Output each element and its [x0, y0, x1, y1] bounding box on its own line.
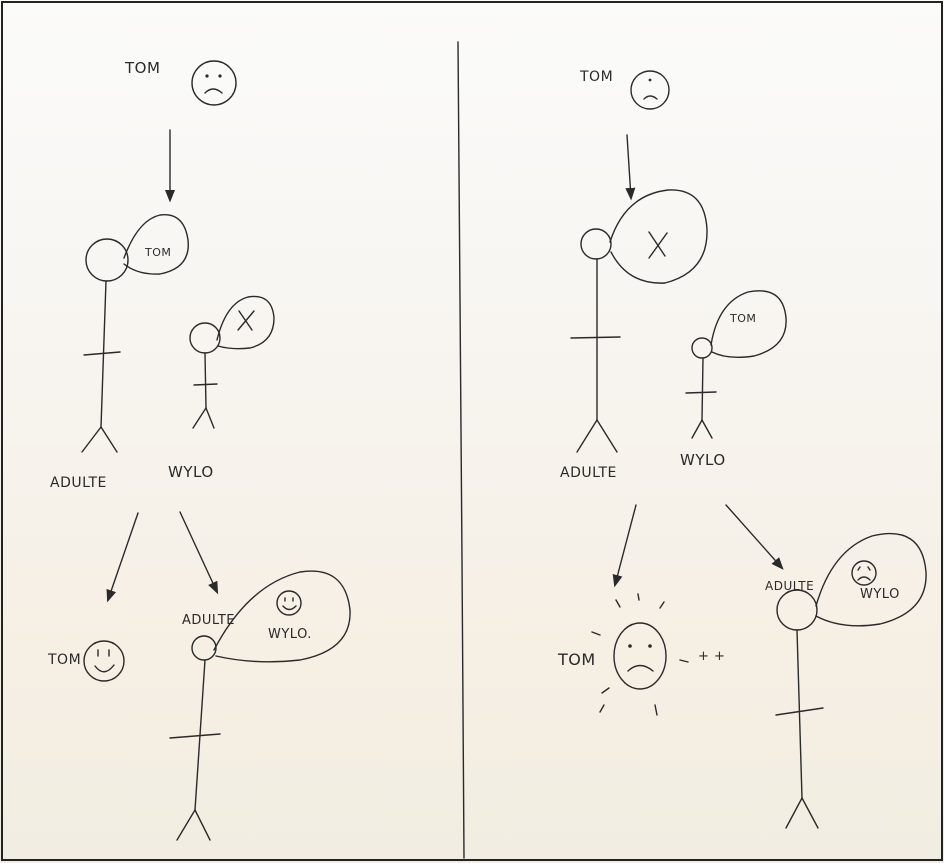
right-adult-bubble [609, 189, 708, 284]
right-bottom-rays [591, 593, 689, 716]
left-adult-bubble-text: TOM [144, 246, 171, 259]
right-top-sad-face [630, 70, 670, 110]
left-bottom-bubble-text: WYLO. [268, 627, 312, 642]
left-bottom-happy-face [83, 640, 125, 682]
left-bottom-tom-label: TOM [47, 652, 81, 668]
left-panel: TOM TOM [47, 59, 351, 841]
left-adult-figure [81, 238, 129, 453]
right-bottom-sad-face [613, 622, 667, 690]
right-arrow-to-adult [725, 504, 784, 570]
left-adult-bubble [123, 214, 189, 275]
left-child-figure [189, 322, 221, 429]
left-top-sad-face [191, 60, 237, 106]
right-adult-figure [570, 228, 621, 453]
left-bottom-bubble [213, 570, 351, 663]
right-child-bubble-text: TOM [729, 312, 756, 325]
panel-divider [457, 41, 465, 859]
right-bottom-bubble-text: WYLO [860, 587, 900, 602]
right-arrow-top [625, 134, 636, 201]
left-arrow-to-tom [106, 512, 139, 603]
right-plus-marks: + + [698, 649, 725, 664]
right-bubble-sad-face [851, 560, 877, 586]
left-bottom-adult-figure [169, 635, 221, 841]
left-bottom-adult-label: ADULTE [182, 613, 235, 628]
left-label-adult: ADULTE [50, 475, 107, 491]
left-top-tom-label: TOM [124, 59, 160, 77]
right-bottom-adult-label: ADULTE [765, 579, 814, 593]
left-arrow-to-adult [179, 511, 219, 595]
left-child-bubble [216, 295, 275, 350]
right-top-tom-label: TOM [579, 69, 613, 85]
right-label-child: WYLO [680, 451, 726, 469]
right-arrow-to-tom [612, 504, 637, 588]
right-label-adult: ADULTE [560, 465, 617, 481]
left-label-child: WYLO [168, 463, 214, 481]
right-bottom-bubble [815, 532, 927, 627]
right-panel: TOM [557, 69, 927, 829]
right-bottom-adult-figure [775, 589, 824, 829]
right-bottom-tom-label: TOM [557, 650, 596, 669]
right-child-bubble [710, 290, 787, 359]
left-bubble-happy-face [276, 590, 302, 616]
right-child-figure [685, 337, 717, 439]
